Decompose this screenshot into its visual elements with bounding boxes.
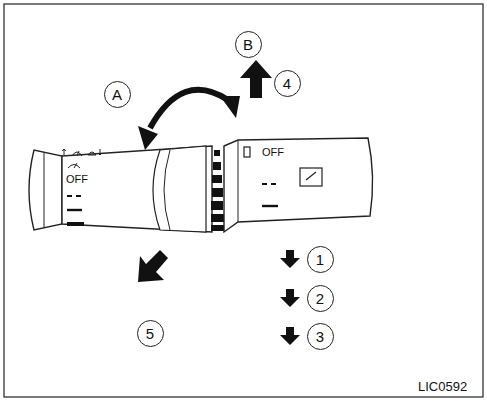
callout-number: 4	[283, 76, 291, 91]
callout-circle: B	[235, 31, 262, 58]
callout-number: A	[112, 87, 122, 102]
callout-circle: 4	[274, 70, 301, 97]
speed-marks	[67, 196, 84, 224]
switch-position: OFF	[66, 174, 88, 185]
callout-number: 5	[146, 326, 154, 341]
wiper-icons	[62, 149, 102, 168]
callout-circle: 1	[307, 246, 334, 273]
callout-number: 2	[316, 291, 324, 306]
position-mark	[244, 147, 250, 157]
arrow-head-a	[138, 126, 158, 150]
callout-number: 1	[316, 252, 324, 267]
arrow-pull	[138, 250, 168, 282]
mist-level-bars	[211, 150, 224, 231]
ring-edge	[164, 150, 170, 230]
cap-edge	[44, 152, 45, 228]
callout-circle: 3	[307, 323, 334, 350]
stalk-end-cap	[29, 150, 62, 230]
stalk-body	[62, 146, 212, 232]
callout-number: B	[243, 37, 253, 52]
callout-circle: A	[104, 81, 131, 108]
arrow-up	[240, 60, 272, 98]
figure-frame	[4, 4, 483, 397]
arrows-down	[280, 250, 300, 345]
figure-code: LIC0592	[418, 380, 467, 393]
callout-circle: 2	[307, 285, 334, 312]
washer-marks	[262, 184, 278, 206]
callout-circle: 5	[137, 320, 164, 347]
rotate-arrow	[150, 90, 228, 128]
washer-icon	[300, 168, 322, 186]
switch-position: OFF	[262, 147, 284, 158]
washer-knob	[224, 138, 373, 232]
arrow-head-b	[220, 96, 240, 118]
rotary-ring	[153, 146, 206, 232]
callout-number: 3	[316, 329, 324, 344]
knob-edge	[238, 140, 239, 222]
